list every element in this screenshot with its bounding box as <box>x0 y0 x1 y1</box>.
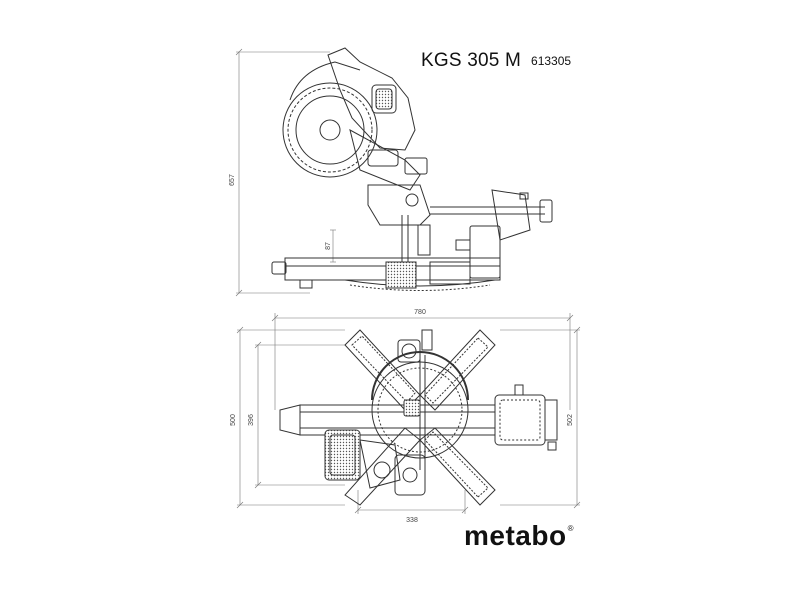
product-title: KGS 305 M 613305 <box>421 50 571 72</box>
article-number: 613305 <box>531 54 572 68</box>
depth-inner-dimension <box>254 341 345 489</box>
depth-right-dimension <box>500 326 581 509</box>
blade-guard <box>282 61 378 178</box>
width-dimension <box>271 313 574 410</box>
depth-outer-dimension <box>236 326 345 509</box>
front-knob <box>397 329 433 363</box>
height-dimension <box>235 48 330 297</box>
motor-head <box>327 47 431 226</box>
rear-housing <box>455 225 501 279</box>
table-height-label: 87 <box>325 242 332 250</box>
depth-inner-label: 396 <box>248 414 255 426</box>
motor-housing <box>494 384 558 451</box>
depth-outer-label: 500 <box>230 414 237 426</box>
registered-mark: ® <box>567 524 574 533</box>
width-label: 780 <box>414 309 426 316</box>
side-view: 657 87 <box>229 47 553 297</box>
bottom-dimension <box>354 490 469 514</box>
base <box>271 257 501 291</box>
handle-grip <box>324 429 426 496</box>
model-name: KGS 305 M <box>421 50 522 71</box>
slide-rails <box>430 189 553 241</box>
slide-arm <box>279 399 496 436</box>
depth-right-label: 502 <box>567 414 574 426</box>
top-view: 780 500 396 <box>230 309 581 524</box>
table-height-dimension <box>330 229 336 263</box>
brand-logo: metabo® <box>464 520 574 552</box>
support-column <box>401 215 431 262</box>
bottom-label: 338 <box>406 517 418 524</box>
height-label: 657 <box>229 174 236 186</box>
brand-name: metabo <box>464 520 567 551</box>
